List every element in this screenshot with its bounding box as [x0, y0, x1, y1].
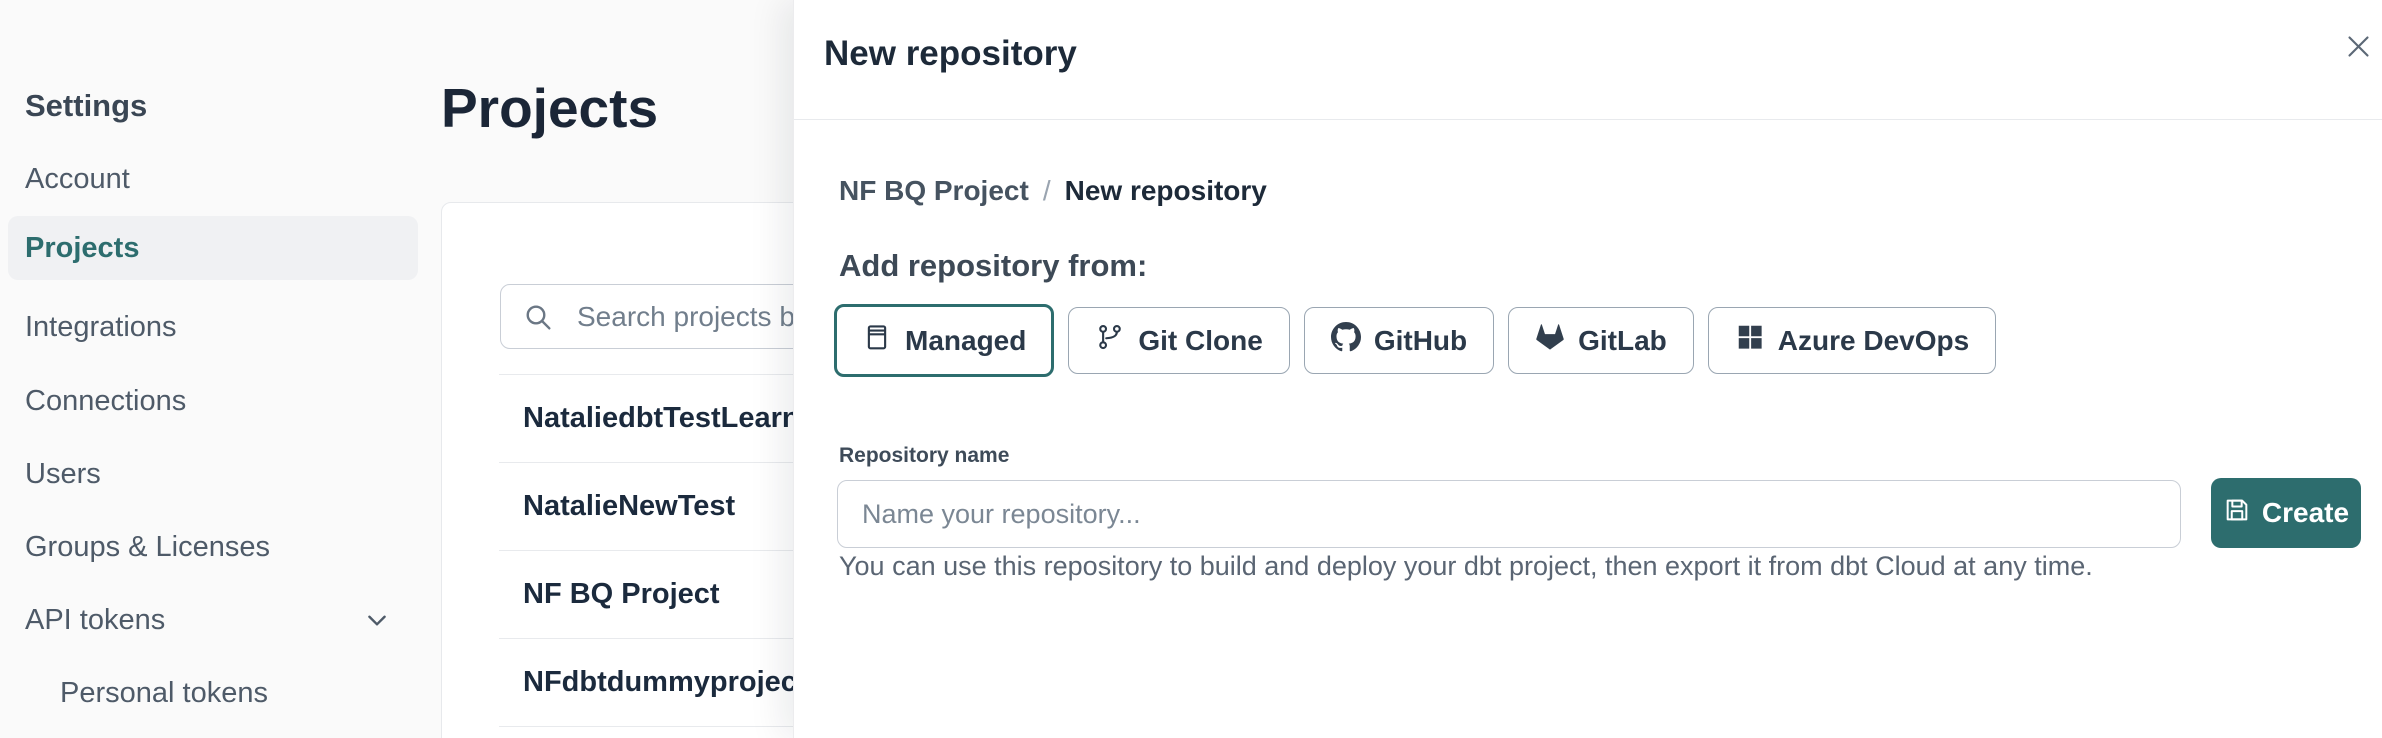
git-branch-icon	[1095, 322, 1125, 359]
repository-name-label: Repository name	[839, 444, 1010, 467]
sidebar-item-label: Users	[25, 457, 101, 490]
sidebar-item-label: Connections	[25, 384, 187, 417]
create-button[interactable]: Create	[2211, 478, 2361, 548]
breadcrumb-project-link[interactable]: NF BQ Project	[839, 175, 1029, 206]
sidebar-item-projects[interactable]: Projects	[8, 216, 418, 280]
azure-devops-icon	[1735, 322, 1765, 359]
sidebar-item-label: Groups & Licenses	[25, 530, 271, 563]
source-gitlab-button[interactable]: GitLab	[1508, 307, 1694, 374]
sidebar-item-personal-tokens[interactable]: Personal tokens	[60, 669, 400, 717]
sidebar-item-label: Personal tokens	[60, 676, 268, 709]
new-repository-modal: New repository NF BQ Project / New repos…	[793, 0, 2382, 738]
sidebar-title: Settings	[25, 88, 148, 123]
sidebar-item-users[interactable]: Users	[8, 450, 418, 498]
sidebar-item-integrations[interactable]: Integrations	[8, 303, 418, 351]
gitlab-icon	[1535, 322, 1565, 359]
chevron-down-icon	[364, 607, 390, 633]
project-name: NatalieNewTest	[523, 490, 736, 522]
sidebar-item-api-tokens[interactable]: API tokens	[8, 596, 418, 644]
create-button-label: Create	[2261, 497, 2350, 528]
sidebar-item-label: API tokens	[25, 603, 166, 636]
repository-name-input[interactable]	[837, 480, 2181, 548]
settings-sidebar: Settings Account Projects Integrations C…	[0, 0, 430, 738]
source-azure-devops-button[interactable]: Azure DevOps	[1707, 307, 1997, 374]
project-name: NataliedbtTestLearn T	[523, 402, 826, 434]
source-managed-button[interactable]: Managed	[834, 304, 1055, 377]
sidebar-item-label: Projects	[25, 231, 140, 264]
source-label: Managed	[905, 324, 1027, 356]
sidebar-item-label: Integrations	[25, 310, 177, 343]
modal-title: New repository	[824, 34, 1077, 73]
sidebar-item-account[interactable]: Account	[8, 155, 418, 203]
source-label: GitHub	[1373, 324, 1468, 356]
breadcrumb-current: New repository	[1064, 175, 1267, 206]
repository-helper-text: You can use this repository to build and…	[839, 551, 2093, 581]
breadcrumb: NF BQ Project / New repository	[839, 175, 1267, 207]
project-name: NF BQ Project	[523, 578, 720, 610]
sidebar-item-connections[interactable]: Connections	[8, 377, 418, 425]
sidebar-item-label: Account	[25, 162, 130, 195]
close-button[interactable]	[2344, 34, 2372, 62]
project-name: NFdbtdummyproject	[523, 666, 807, 698]
source-label: GitLab	[1578, 324, 1667, 356]
close-icon	[2345, 33, 2372, 63]
source-label: Azure DevOps	[1777, 324, 1970, 356]
sidebar-item-groups-licenses[interactable]: Groups & Licenses	[8, 523, 418, 571]
modal-header: New repository	[794, 0, 2382, 120]
page-title: Projects	[441, 77, 659, 139]
source-label: Git Clone	[1138, 324, 1263, 356]
source-git-clone-button[interactable]: Git Clone	[1068, 307, 1290, 374]
github-icon	[1330, 322, 1361, 359]
managed-repo-icon	[862, 322, 892, 359]
add-repository-heading: Add repository from:	[839, 248, 1148, 283]
repository-source-options: Managed Git Clone GitHub GitLab	[834, 304, 1997, 377]
source-github-button[interactable]: GitHub	[1303, 307, 1495, 374]
breadcrumb-separator: /	[1042, 175, 1051, 206]
save-icon	[2223, 496, 2251, 531]
